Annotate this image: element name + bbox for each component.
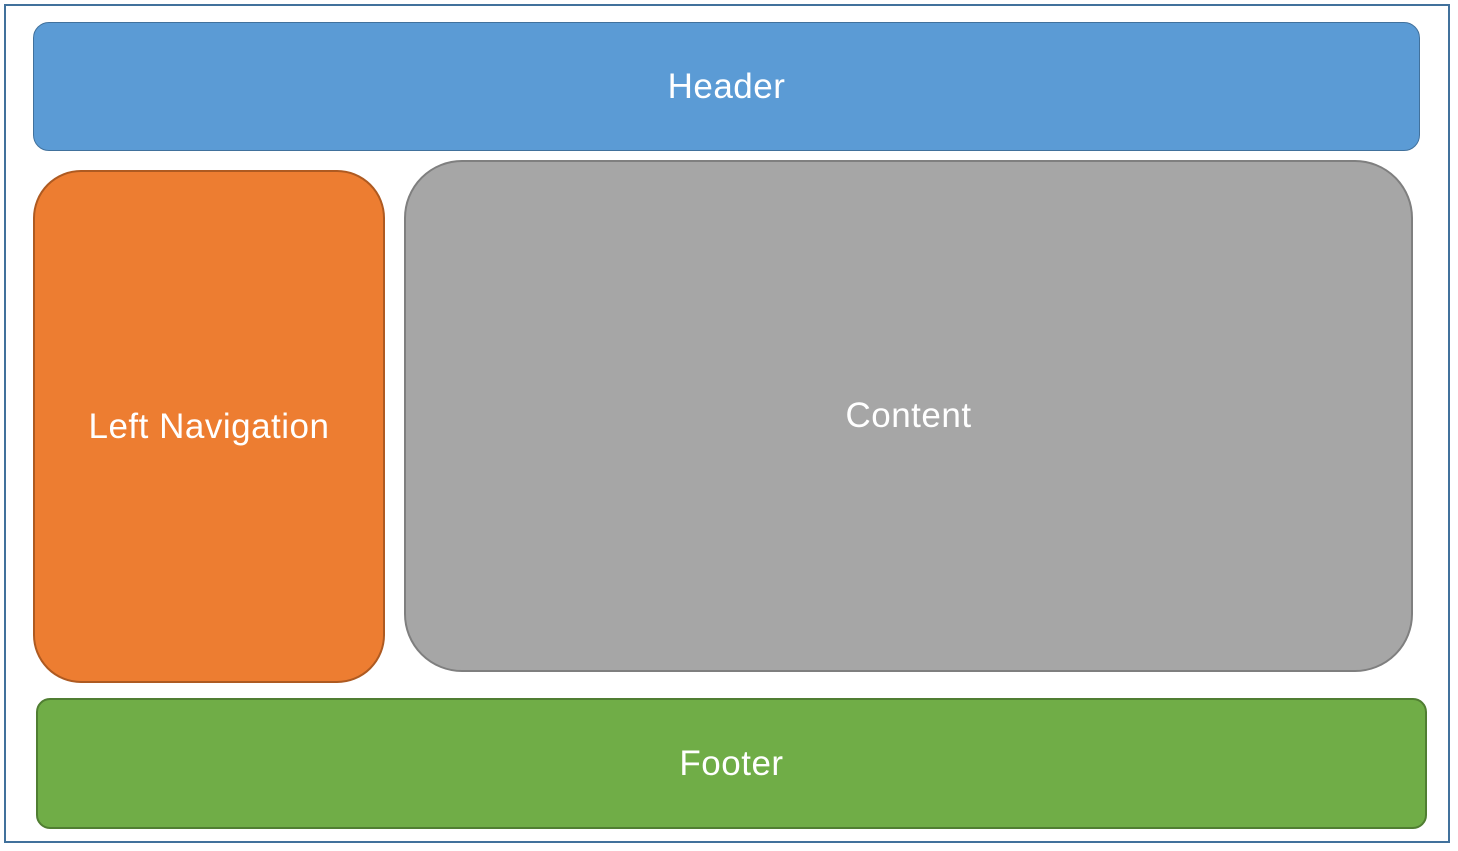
footer-block: Footer	[36, 698, 1427, 829]
header-block: Header	[33, 22, 1420, 151]
content-block: Content	[404, 160, 1413, 672]
content-block-label: Content	[845, 396, 972, 435]
footer-block-label: Footer	[679, 743, 784, 783]
left-navigation-block: Left Navigation	[33, 170, 385, 683]
left-navigation-block-label: Left Navigation	[88, 406, 330, 446]
header-block-label: Header	[667, 66, 786, 106]
